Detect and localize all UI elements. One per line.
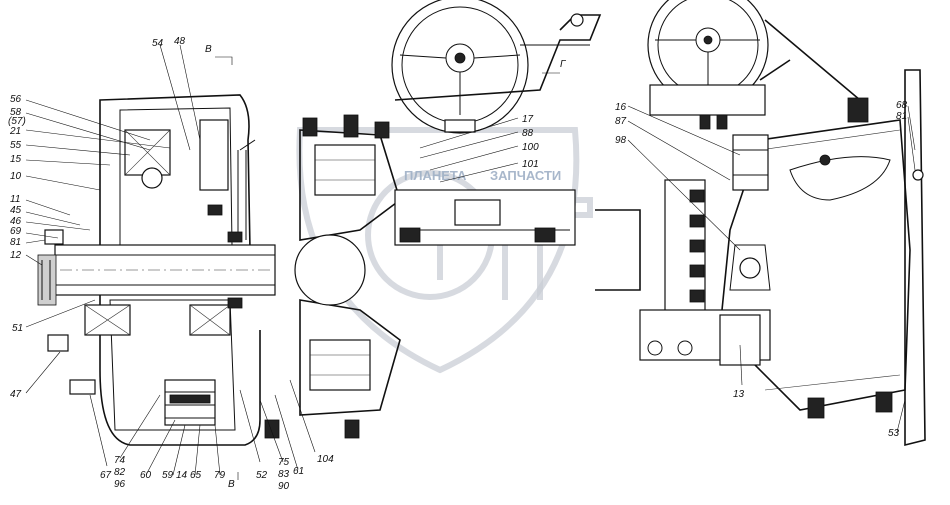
view-markers: В В Г	[205, 44, 567, 490]
callout-label: 101	[522, 159, 539, 170]
callout-label: 68	[896, 100, 908, 111]
watermark-brand-right: ЗАПЧАСТИ	[490, 168, 561, 183]
callout-label: 61	[293, 466, 304, 477]
callout-label: 12	[10, 250, 22, 261]
callout-label: 21	[9, 126, 21, 137]
callout-label: 83	[278, 469, 290, 480]
callout-label: 52	[256, 470, 268, 481]
callout-label: 55	[10, 140, 22, 151]
callout-label: 17	[522, 114, 534, 125]
callout-label: 53	[888, 428, 900, 439]
callout-label: 46	[10, 216, 22, 227]
callout-label: 79	[214, 470, 226, 481]
callout-label: 10	[10, 171, 22, 182]
watermark-brand-left: ПЛАНЕТА	[404, 168, 467, 183]
callout-label: 104	[317, 454, 334, 465]
callout-label: 74	[114, 455, 126, 466]
callout-label: 75	[278, 457, 290, 468]
view-marker-right: Г	[560, 59, 567, 70]
callout-label: 13	[733, 389, 745, 400]
view-marker-bottom: В	[228, 479, 235, 490]
callout-label: 11	[10, 194, 20, 205]
callout-label: 69	[10, 226, 22, 237]
callout-label: 88	[522, 128, 534, 139]
callout-label: 59	[162, 470, 174, 481]
callout-labels: 54 48 56 58 (57) 21 55 15 10 11 45 46 69…	[8, 36, 908, 492]
callout-label: 90	[278, 481, 290, 492]
callout-label: 51	[12, 323, 23, 334]
callout-label: 47	[10, 389, 22, 400]
callout-label: 67	[100, 470, 112, 481]
leader-lines	[25, 44, 916, 476]
callout-label: 100	[522, 142, 539, 153]
callout-label: 54	[152, 38, 164, 49]
callout-label: 58	[10, 107, 22, 118]
callout-label: 45	[10, 205, 22, 216]
callout-label: 14	[176, 470, 188, 481]
callout-label: 60	[140, 470, 152, 481]
callout-label: 81	[10, 237, 21, 248]
view-marker-top: В	[205, 44, 212, 55]
callout-label: 81	[896, 111, 907, 122]
callout-label: 65	[190, 470, 202, 481]
gearbox-housing	[37, 94, 276, 446]
callout-label: 82	[114, 467, 126, 478]
callout-label: (57)	[8, 116, 26, 127]
callout-label: 56	[10, 94, 22, 105]
callout-label: 98	[615, 135, 627, 146]
callout-label: 87	[615, 116, 627, 127]
callout-label: 16	[615, 102, 627, 113]
callout-label: 96	[114, 479, 126, 490]
universal-joint	[264, 0, 602, 439]
drive-unit	[595, 0, 926, 447]
callout-label: 15	[10, 154, 22, 165]
callout-label: 48	[174, 36, 186, 47]
